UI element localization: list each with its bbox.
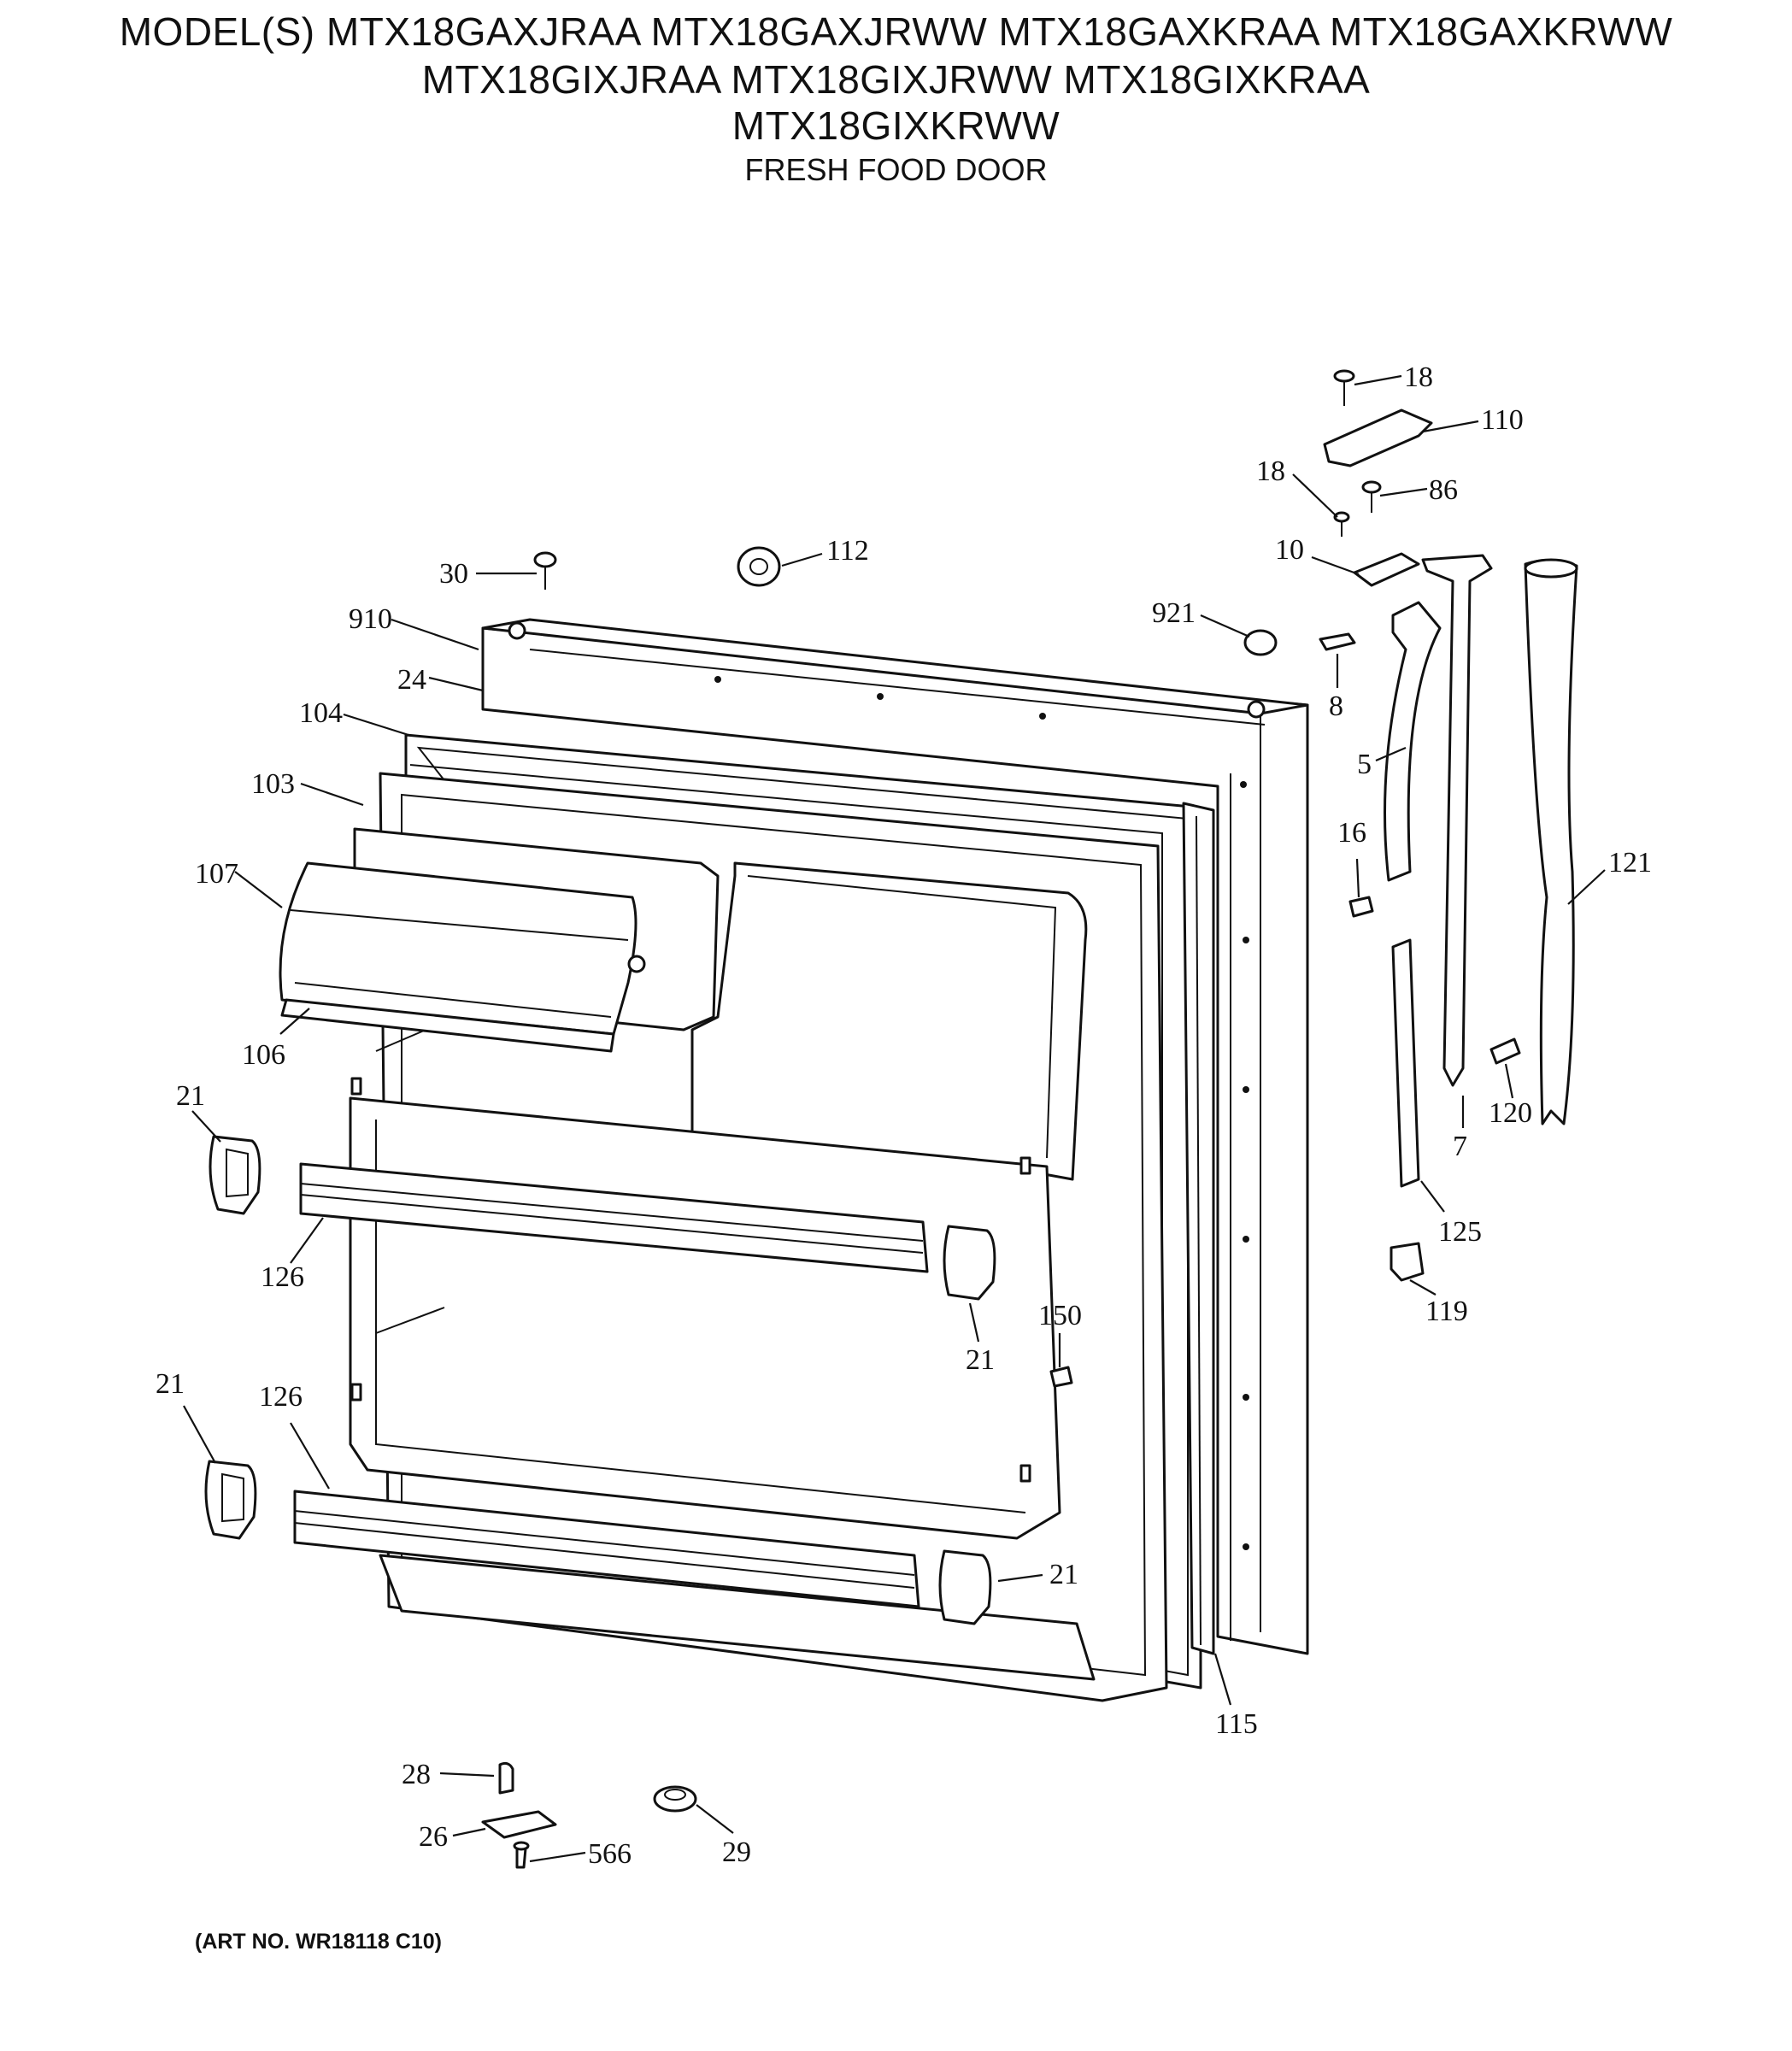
callout-30: 30 <box>439 558 468 590</box>
callout-29: 29 <box>722 1836 751 1868</box>
screws <box>533 369 1521 1388</box>
callout-21: 21 <box>966 1344 995 1376</box>
callout-104: 104 <box>299 697 343 729</box>
dairy-compartment <box>279 861 646 1053</box>
hinge-pin-119 <box>1390 1242 1425 1282</box>
hinge-bracket <box>1319 552 1420 651</box>
door-shelf-lower <box>293 1490 920 1608</box>
callout-16: 16 <box>1337 817 1366 849</box>
callout-110: 110 <box>1481 404 1524 436</box>
callout-150: 150 <box>1038 1300 1082 1331</box>
callout-126: 126 <box>261 1261 304 1293</box>
model-list-line-1: MODEL(S) MTX18GAXJRAA MTX18GAXJRWW MTX18… <box>119 9 1673 54</box>
trim-strip-125 <box>1391 938 1420 1188</box>
callout-910: 910 <box>349 603 392 635</box>
top-hinge-cover <box>1323 408 1433 467</box>
door-stop-cap <box>1243 629 1278 656</box>
callout-5: 5 <box>1357 749 1372 780</box>
callout-21: 21 <box>156 1368 185 1400</box>
callout-115: 115 <box>1215 1708 1258 1740</box>
callout-125: 125 <box>1438 1216 1482 1248</box>
callout-labels: 18 110 18 86 10 921 8 5 16 121 7 120 125… <box>156 361 1652 1870</box>
callout-566: 566 <box>588 1838 632 1870</box>
handle-121 <box>1524 558 1578 1125</box>
callout-106: 106 <box>242 1039 285 1071</box>
handle-bracket-5 <box>1384 601 1442 882</box>
model-list-line-3: MTX18GIXKRWW <box>731 103 1061 148</box>
plug-112 <box>737 546 781 587</box>
section-title: FRESH FOOD DOOR <box>744 152 1048 187</box>
seal-strip <box>1182 802 1215 1655</box>
callout-18: 18 <box>1256 455 1285 487</box>
callout-119: 119 <box>1425 1296 1468 1327</box>
leader-lines <box>183 374 1606 1863</box>
callout-7: 7 <box>1453 1131 1467 1162</box>
door-shelf-upper <box>299 1162 929 1273</box>
handle-rail-7 <box>1421 554 1493 1087</box>
callout-107: 107 <box>195 858 238 890</box>
callout-18: 18 <box>1404 361 1433 393</box>
callout-24: 24 <box>397 664 426 696</box>
callout-10: 10 <box>1275 534 1304 566</box>
callout-121: 121 <box>1608 847 1652 879</box>
callout-126: 126 <box>259 1381 303 1413</box>
callout-921: 921 <box>1152 597 1196 629</box>
outer-door-panel <box>481 618 1309 1655</box>
callout-26: 26 <box>419 1821 448 1853</box>
callout-21: 21 <box>1049 1559 1078 1590</box>
model-list-line-2: MTX18GIXJRAA MTX18GIXJRWW MTX18GIXKRAA <box>421 57 1371 102</box>
callout-86: 86 <box>1429 474 1458 506</box>
callout-28: 28 <box>402 1759 431 1790</box>
art-number: (ART NO. WR18118 C10) <box>195 1930 442 1954</box>
shelf-end-caps <box>204 1135 996 1625</box>
callout-120: 120 <box>1489 1097 1532 1129</box>
callout-8: 8 <box>1329 691 1343 722</box>
callout-103: 103 <box>251 768 295 800</box>
callout-21: 21 <box>176 1080 205 1112</box>
callout-112: 112 <box>826 535 869 567</box>
bottom-hinge-parts <box>481 1761 697 1869</box>
